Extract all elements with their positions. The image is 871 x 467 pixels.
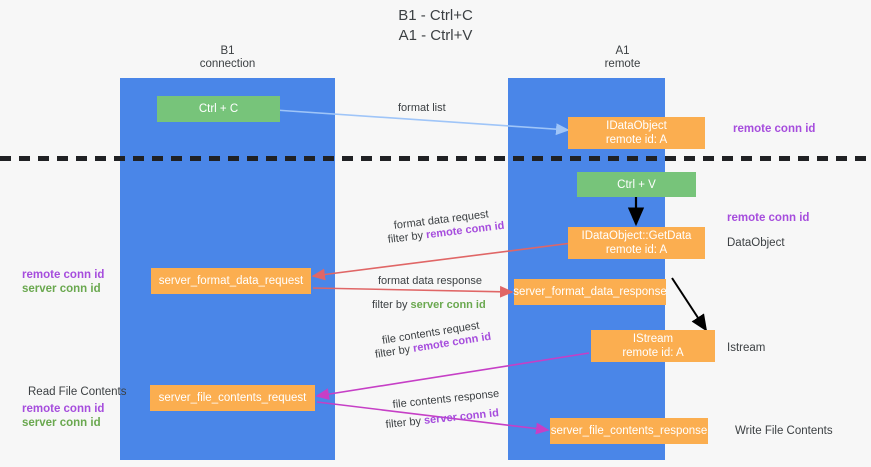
- box-server-format-data-request-label: server_format_data_request: [158, 275, 304, 287]
- note-text: remote conn id: [733, 123, 816, 135]
- filter-prefix: filter by: [385, 414, 425, 431]
- note-bottom-server-conn-id: server conn id: [22, 417, 101, 429]
- connector-format-data-response: [312, 285, 514, 298]
- note-istream: Istream: [727, 341, 765, 355]
- box-server-file-contents-response[interactable]: server_file_contents_response: [550, 418, 708, 444]
- note-mid-conn-ids: remote conn id server conn id: [22, 268, 104, 296]
- box-istream[interactable]: IStream remote id: A: [591, 330, 715, 362]
- connector-format-data-request: [311, 242, 573, 281]
- box-idataobject-getdata[interactable]: IDataObject::GetData remote id: A: [568, 227, 705, 259]
- connector-format-list: [274, 109, 570, 136]
- note-write-file-contents: Write File Contents: [735, 424, 833, 438]
- box-server-format-data-response-label: server_format_data_response: [513, 286, 667, 298]
- box-server-file-contents-response-label: server_file_contents_response: [550, 425, 708, 437]
- box-ctrl-v[interactable]: Ctrl + V: [577, 172, 696, 197]
- box-server-format-data-request[interactable]: server_format_data_request: [151, 268, 311, 294]
- edge-label-format-data-response: format data response: [378, 275, 482, 287]
- note-text: Istream: [727, 342, 766, 354]
- note-bottom-conn-ids: remote conn id server conn id: [22, 402, 104, 430]
- edge-label-format-data-response-filter: filter by server conn id: [372, 298, 486, 313]
- filter-prefix: filter by: [387, 229, 427, 246]
- connector-response-to-istream: [671, 277, 708, 332]
- box-server-format-data-response[interactable]: server_format_data_response: [513, 279, 667, 305]
- title-line-1: B1 - Ctrl+C: [398, 7, 473, 24]
- box-idataobject-label: IDataObject: [606, 120, 667, 132]
- note-text: remote conn id: [727, 212, 810, 224]
- filter-key-server-conn-id: server conn id: [410, 299, 486, 311]
- box-istream-label: IStream: [632, 333, 674, 345]
- title-line-2: A1 - Ctrl+V: [398, 27, 473, 44]
- box-ctrl-v-label: Ctrl + V: [617, 178, 656, 191]
- box-ctrl-c-label: Ctrl + C: [198, 103, 239, 115]
- note-text: Write File Contents: [735, 425, 833, 437]
- box-idataobject-getdata-sub: remote id: A: [605, 244, 668, 256]
- section-divider: [0, 156, 871, 161]
- box-ctrl-c[interactable]: Ctrl + C: [157, 96, 280, 122]
- note-mid-server-conn-id: server conn id: [22, 283, 101, 295]
- note-text: DataObject: [727, 237, 785, 249]
- column-header-b1-name: B1: [220, 45, 235, 57]
- page-title: B1 - Ctrl+C A1 - Ctrl+V: [0, 6, 871, 46]
- note-remote-conn-id-mid: remote conn id: [727, 211, 809, 225]
- box-idataobject-getdata-label: IDataObject::GetData: [581, 230, 692, 242]
- connector-file-contents-response: [316, 401, 550, 435]
- note-text: Read File Contents: [28, 386, 127, 398]
- column-header-a1-sub: remote: [604, 58, 641, 70]
- box-istream-sub: remote id: A: [622, 347, 684, 359]
- note-mid-remote-conn-id: remote conn id: [22, 269, 105, 281]
- note-bottom-remote-conn-id: remote conn id: [22, 403, 105, 415]
- note-read-file-contents: Read File Contents: [28, 385, 126, 399]
- column-header-b1: B1 connection: [150, 45, 305, 71]
- column-header-a1: A1 remote: [545, 45, 700, 71]
- column-header-a1-name: A1: [615, 45, 630, 57]
- box-server-file-contents-request-label: server_file_contents_request: [158, 392, 307, 404]
- edge-label-format-list: format list: [398, 102, 446, 114]
- connector-file-contents-request: [315, 352, 590, 400]
- column-header-b1-sub: connection: [199, 58, 256, 70]
- box-server-file-contents-request[interactable]: server_file_contents_request: [150, 385, 315, 411]
- box-idataobject-sub: remote id: A: [605, 134, 668, 146]
- note-dataobject: DataObject: [727, 236, 785, 250]
- note-remote-conn-id-top: remote conn id: [733, 122, 815, 136]
- filter-prefix: filter by: [372, 299, 411, 311]
- box-idataobject[interactable]: IDataObject remote id: A: [568, 117, 705, 149]
